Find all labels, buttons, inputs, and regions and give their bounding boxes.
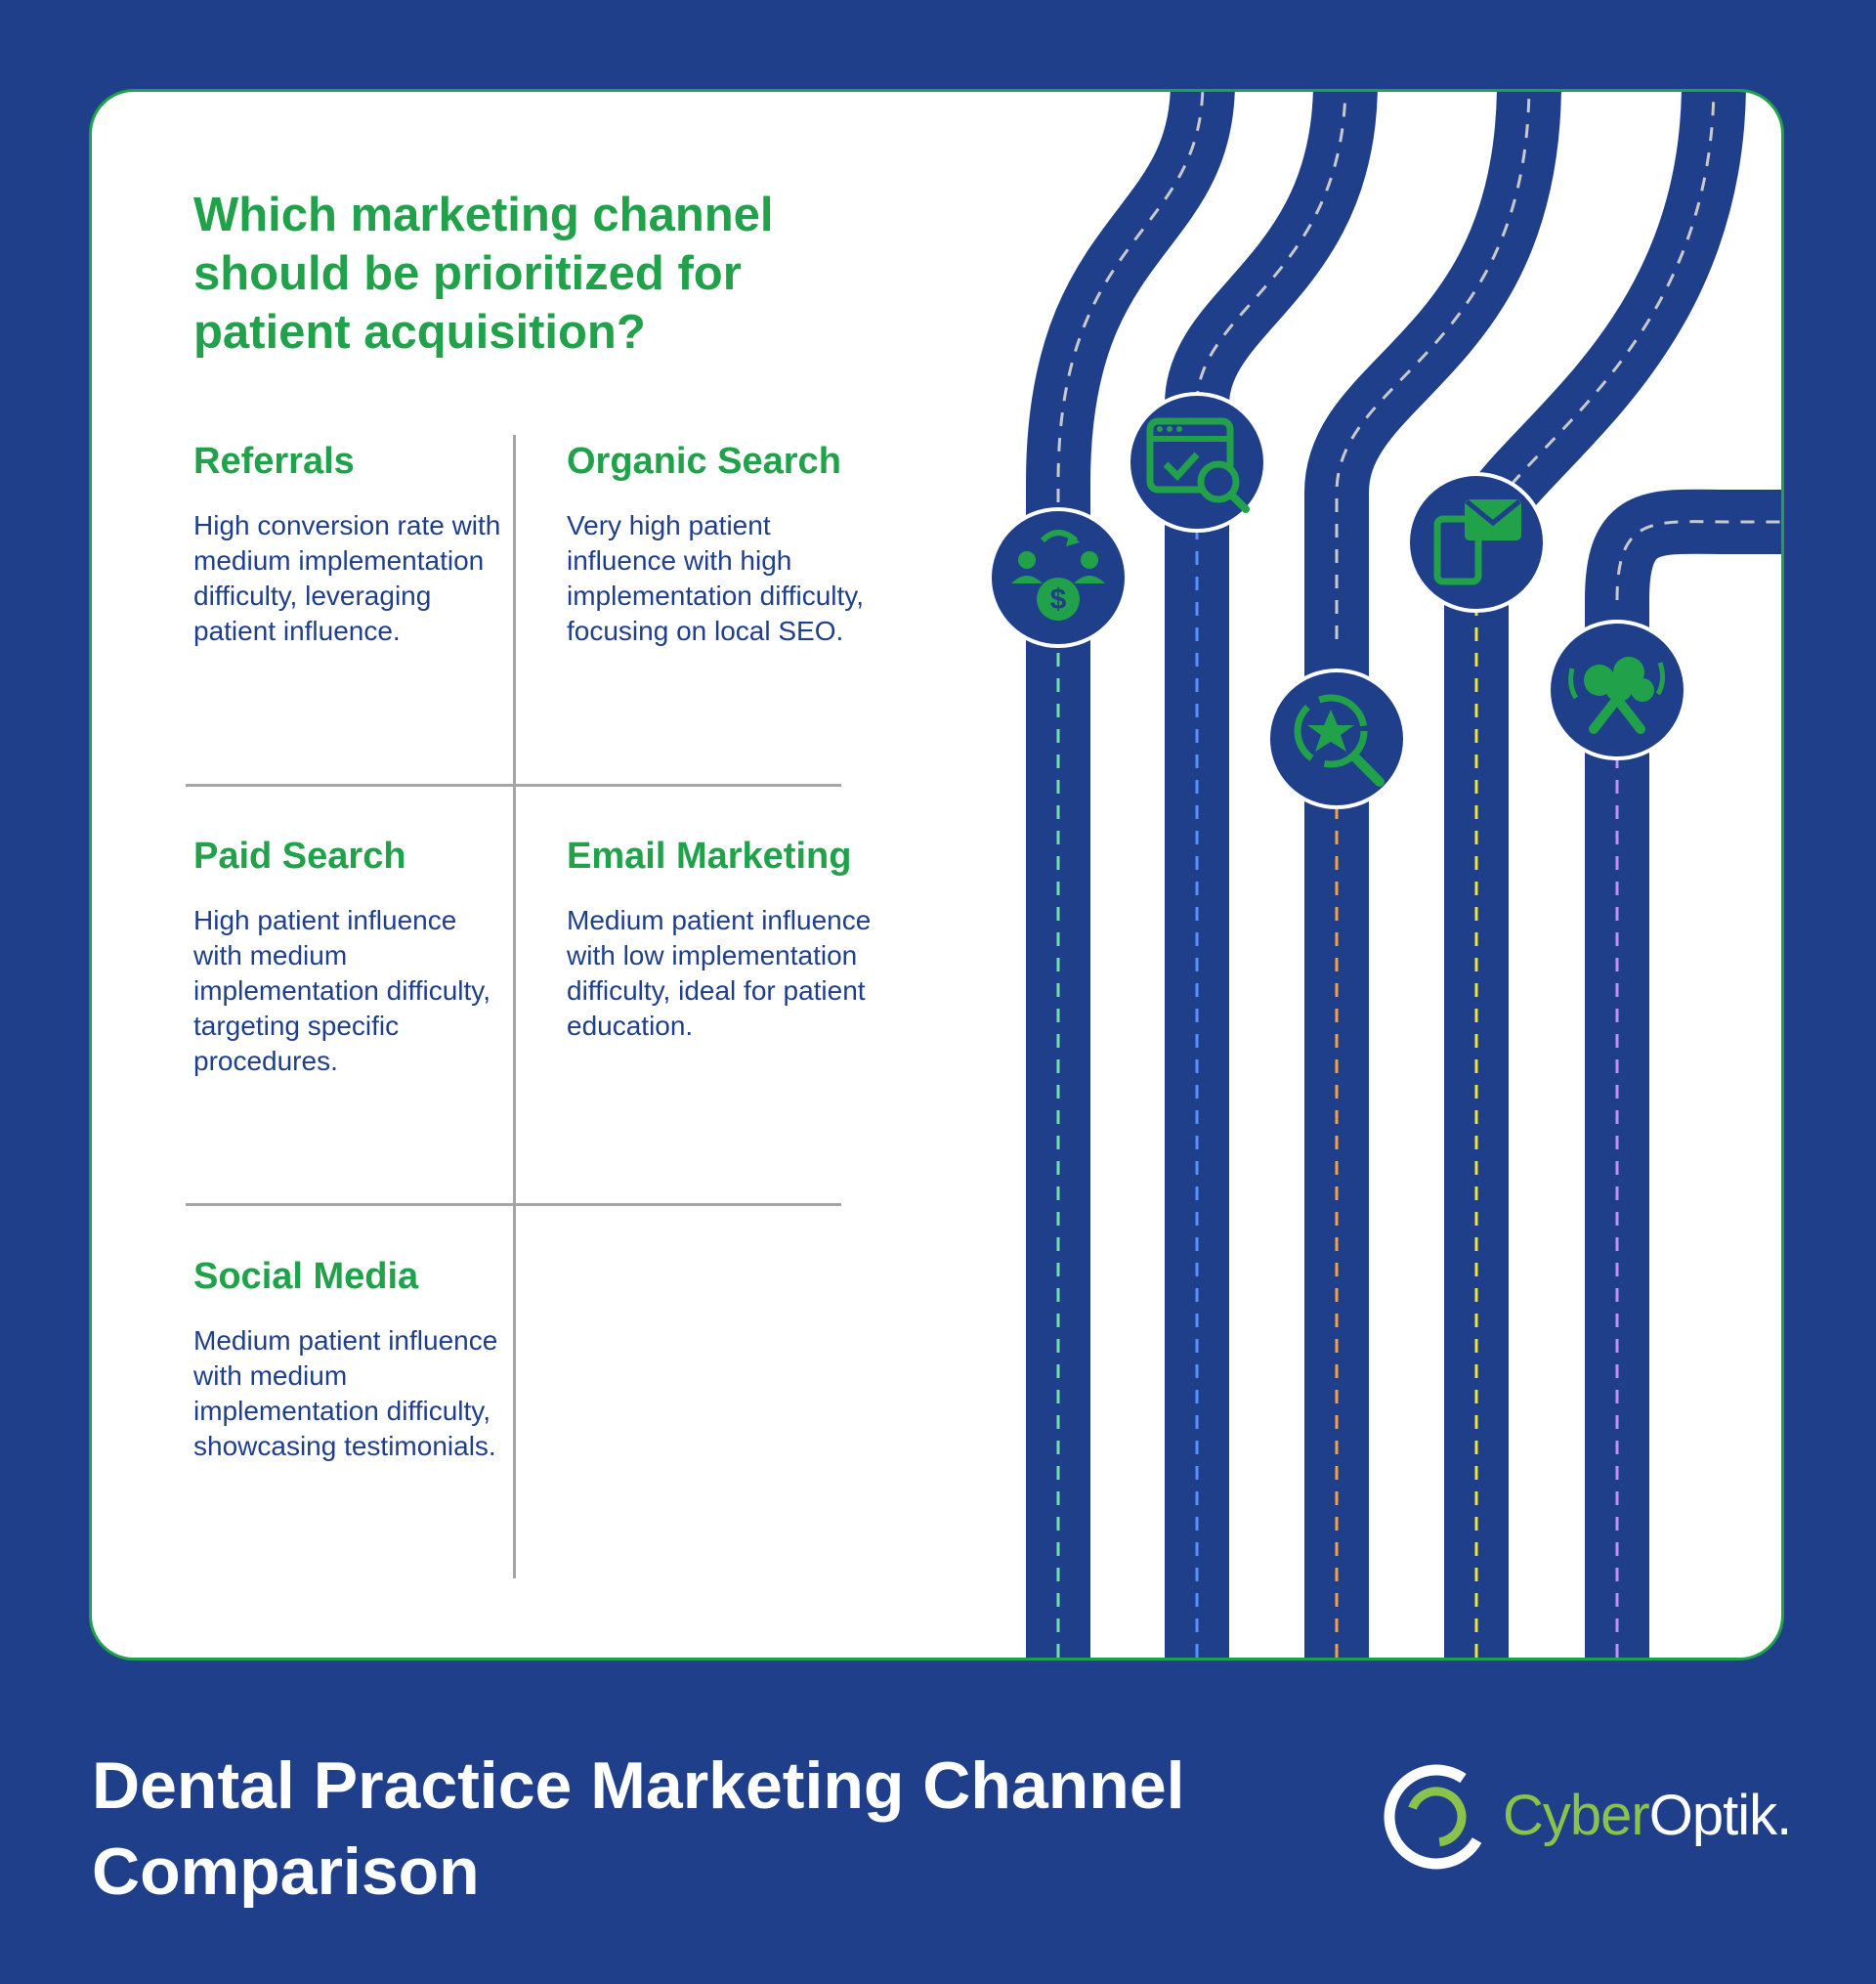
grid-divider-vertical [513,435,516,1578]
grid-divider-horizontal-1 [186,784,841,787]
channel-cell-social-media: Social Media Medium patient influence wi… [193,1253,506,1464]
channel-title: Organic Search [567,441,841,482]
brand-name: CyberOptik. [1503,1782,1792,1850]
question-heading: Which marketing channel should be priori… [193,189,774,359]
channel-description: Very high patient influence with high im… [567,510,864,646]
mobile-email-icon [1406,472,1547,613]
channel-title: Email Marketing [567,836,852,877]
referral-money-icon: $ [988,507,1129,648]
channel-cell-email-marketing: Email Marketing Medium patient influence… [567,833,879,1044]
brand-name-part1: Cyber [1503,1784,1650,1847]
brand-name-part2: Optik. [1648,1784,1792,1847]
channel-description: Medium patient influence with low implem… [567,905,872,1041]
footer-title: Dental Practice Marketing Channel Compar… [92,1748,1185,1909]
channel-title: Paid Search [193,836,406,877]
channel-title: Social Media [193,1256,419,1297]
channel-title: Referrals [193,441,355,482]
channel-cell-referrals: Referrals High conversion rate with medi… [193,438,506,649]
roads-illustration: $ [988,92,1781,1658]
brand-ring-icon [1384,1764,1489,1870]
grid-divider-horizontal-2 [186,1203,841,1206]
brand-logo: CyberOptik. [1378,1754,1798,1881]
channel-cell-organic-search: Organic Search Very high patient influen… [567,438,879,649]
browser-search-icon [1127,392,1267,533]
channel-description: Medium patient influence with medium imp… [193,1325,498,1461]
channel-cell-paid-search: Paid Search High patient influence with … [193,833,506,1079]
star-search-icon [1266,669,1407,809]
social-like-icon [1547,620,1687,760]
svg-text:$: $ [1050,583,1067,616]
channel-description: High conversion rate with medium impleme… [193,510,501,646]
channel-description: High patient influence with medium imple… [193,905,490,1076]
content-card: Which marketing channel should be priori… [89,89,1784,1661]
